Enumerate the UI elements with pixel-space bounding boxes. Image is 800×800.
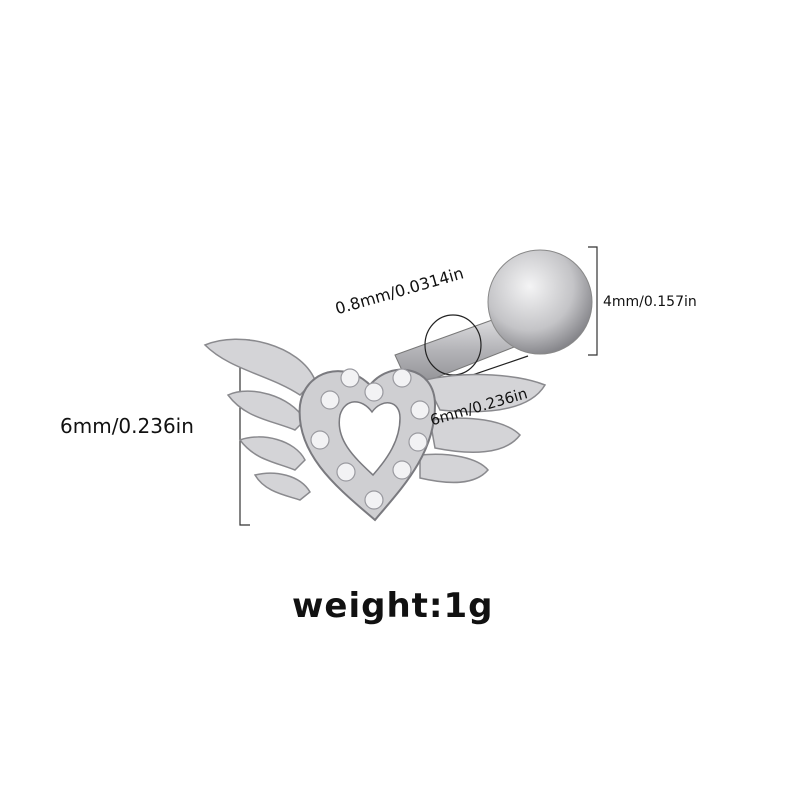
left-wing xyxy=(203,338,316,501)
weight-label: weight:1g xyxy=(292,586,494,626)
crystal-stones xyxy=(310,368,430,510)
ball-diameter-label: 4mm/0.157in xyxy=(603,294,697,310)
ball-end xyxy=(487,249,593,355)
heart-setting xyxy=(298,368,437,522)
ball-dimension-line xyxy=(588,246,598,356)
right-wing xyxy=(419,373,547,484)
height-label: 6mm/0.236in xyxy=(60,414,194,438)
